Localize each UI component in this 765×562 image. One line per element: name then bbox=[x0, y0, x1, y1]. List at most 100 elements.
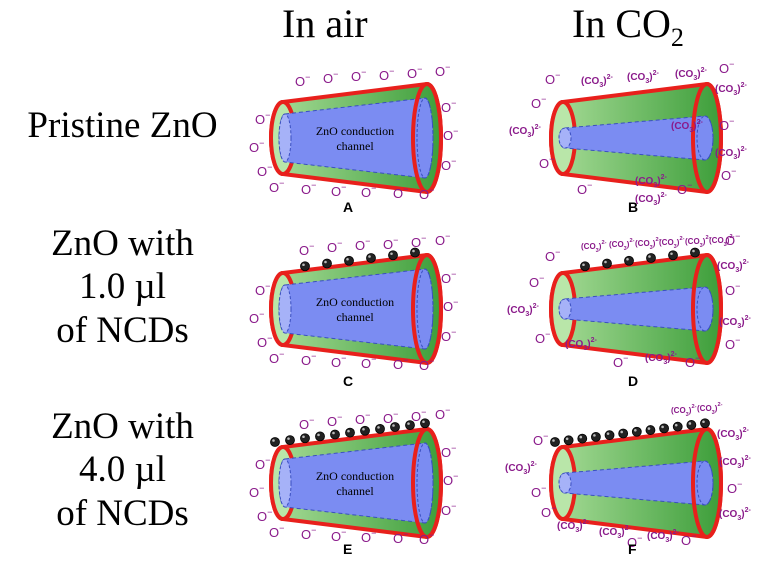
nanowire-diagram: ZnO conductionchannelO−O−O−O−O−O−O−O−O−O… bbox=[249, 231, 458, 373]
svg-text:O−: O− bbox=[255, 455, 270, 472]
svg-text:O−: O− bbox=[441, 327, 456, 344]
ncd-highlight bbox=[302, 263, 305, 267]
svg-text:O−: O− bbox=[257, 507, 272, 524]
oxygen-ion: O− bbox=[435, 405, 450, 422]
oxygen-ion: O− bbox=[441, 269, 456, 286]
svg-text:O−: O− bbox=[361, 354, 376, 371]
oxygen-ion: O− bbox=[441, 443, 456, 460]
svg-text:O−: O− bbox=[545, 70, 560, 87]
carbonate-ion: (CO3)2- bbox=[671, 404, 697, 418]
carbonate-ion: (CO3)2- bbox=[675, 67, 707, 82]
oxygen-ion: O− bbox=[361, 528, 376, 545]
svg-text:O−: O− bbox=[541, 503, 556, 520]
svg-text:O−: O− bbox=[255, 281, 270, 298]
svg-text:O−: O− bbox=[435, 62, 450, 79]
oxygen-ion: O− bbox=[299, 241, 314, 258]
svg-text:(CO3)2-: (CO3)2- bbox=[599, 525, 631, 540]
ncd-highlight bbox=[692, 249, 695, 253]
carbonate-ion: (CO3)2- bbox=[635, 174, 667, 189]
svg-text:(CO3)2-: (CO3)2- bbox=[719, 507, 751, 522]
svg-text:O−: O− bbox=[577, 180, 592, 197]
svg-text:O−: O− bbox=[677, 180, 692, 197]
ncd-highlight bbox=[604, 260, 607, 264]
svg-text:O−: O− bbox=[379, 66, 394, 83]
svg-text:O−: O− bbox=[299, 241, 314, 258]
svg-text:(CO3)2-: (CO3)2- bbox=[671, 119, 703, 134]
ncd-particle bbox=[604, 430, 615, 441]
row-label-line: 4.0 µl bbox=[78, 449, 167, 491]
carbonate-ion: (CO3)2- bbox=[647, 529, 679, 544]
oxygen-ion: O− bbox=[323, 69, 338, 86]
svg-text:O−: O− bbox=[331, 353, 346, 370]
svg-text:O−: O− bbox=[327, 412, 342, 429]
svg-text:O−: O− bbox=[533, 431, 548, 448]
core-left-face bbox=[558, 298, 572, 320]
row-label-pristine: Pristine ZnO bbox=[0, 104, 245, 147]
svg-text:O−: O− bbox=[383, 235, 398, 252]
svg-text:O−: O− bbox=[255, 110, 270, 127]
oxygen-ion: O− bbox=[351, 67, 366, 84]
panel-F: (CO3)2-(CO3)2-O−(CO3)2-O−(CO3)2-(CO3)2-O… bbox=[505, 402, 751, 550]
ncd-particle bbox=[668, 250, 678, 261]
ncd-highlight bbox=[324, 260, 327, 264]
svg-text:O−: O− bbox=[443, 297, 458, 314]
carbonate-ion: (CO3)2- bbox=[697, 402, 723, 416]
right-end-cap bbox=[691, 253, 723, 365]
column-header-in-air: In air bbox=[282, 0, 368, 47]
svg-text:O−: O− bbox=[269, 178, 284, 195]
svg-text:(CO3)2-: (CO3)2- bbox=[581, 240, 607, 254]
core-left-face bbox=[558, 472, 572, 494]
svg-text:O−: O− bbox=[249, 138, 264, 155]
ncd-highlight bbox=[332, 431, 335, 435]
panel-label-A: A bbox=[343, 199, 354, 215]
carbonate-ion: (CO3)2- bbox=[505, 461, 537, 476]
oxygen-ion: O− bbox=[685, 353, 700, 370]
oxygen-ion: O− bbox=[681, 531, 696, 548]
svg-text:O−: O− bbox=[535, 329, 550, 346]
ncd-particle bbox=[270, 437, 280, 447]
svg-text:O−: O− bbox=[407, 64, 422, 81]
core-right-face bbox=[696, 460, 714, 506]
svg-text:O−: O− bbox=[719, 116, 734, 133]
svg-text:O−: O− bbox=[441, 443, 456, 460]
ncd-particle bbox=[388, 250, 398, 261]
svg-text:(CO3)2-: (CO3)2- bbox=[717, 259, 749, 274]
oxygen-ion: O− bbox=[533, 431, 548, 448]
svg-text:(CO3)2-: (CO3)2- bbox=[675, 67, 707, 82]
carbonate-ion: (CO3)2- bbox=[719, 455, 751, 470]
ncd-highlight bbox=[287, 437, 290, 440]
svg-text:(CO3)2-: (CO3)2- bbox=[507, 303, 539, 318]
nanowire-diagram: ZnO conductionchannelO−O−O−O−O−O−O−O−O−O… bbox=[249, 405, 458, 547]
svg-text:(CO3)2-: (CO3)2- bbox=[635, 174, 667, 189]
oxygen-ion: O− bbox=[725, 281, 740, 298]
oxygen-ion: O− bbox=[269, 349, 284, 366]
svg-text:O−: O− bbox=[351, 67, 366, 84]
carbonate-ion: (CO3)2- bbox=[659, 236, 685, 250]
oxygen-ion: O− bbox=[441, 501, 456, 518]
svg-text:O−: O− bbox=[719, 59, 734, 76]
oxygen-ion: O− bbox=[531, 483, 546, 500]
ncd-highlight bbox=[422, 420, 425, 424]
channel-label: channel bbox=[336, 310, 374, 324]
ncd-highlight bbox=[702, 420, 705, 424]
right-end-cap bbox=[411, 82, 443, 194]
ncd-highlight bbox=[412, 249, 415, 253]
carbonate-ion: (CO3)2- bbox=[507, 303, 539, 318]
ncd-particle bbox=[645, 425, 656, 435]
ncd-highlight bbox=[346, 257, 349, 261]
row-label-line: Pristine ZnO bbox=[27, 105, 218, 146]
oxygen-ion: O− bbox=[721, 166, 736, 183]
svg-text:O−: O− bbox=[249, 483, 264, 500]
core-left-face bbox=[278, 458, 292, 508]
column-header-in-co2-text: In CO bbox=[572, 1, 671, 46]
svg-text:(CO3)2-: (CO3)2- bbox=[715, 82, 747, 97]
panel-D: (CO3)2-(CO3)2-(CO3)2-(CO3)2-(CO3)2-(CO3)… bbox=[507, 231, 751, 373]
column-header-in-air-text: In air bbox=[282, 1, 368, 46]
oxygen-ion: O− bbox=[361, 354, 376, 371]
oxygen-ion: O− bbox=[613, 353, 628, 370]
svg-text:O−: O− bbox=[301, 525, 316, 542]
oxygen-ion: O− bbox=[407, 64, 422, 81]
ncd-highlight bbox=[648, 255, 651, 258]
carbonate-ion: (CO3)2- bbox=[671, 119, 703, 134]
ncd-particle bbox=[631, 426, 642, 437]
